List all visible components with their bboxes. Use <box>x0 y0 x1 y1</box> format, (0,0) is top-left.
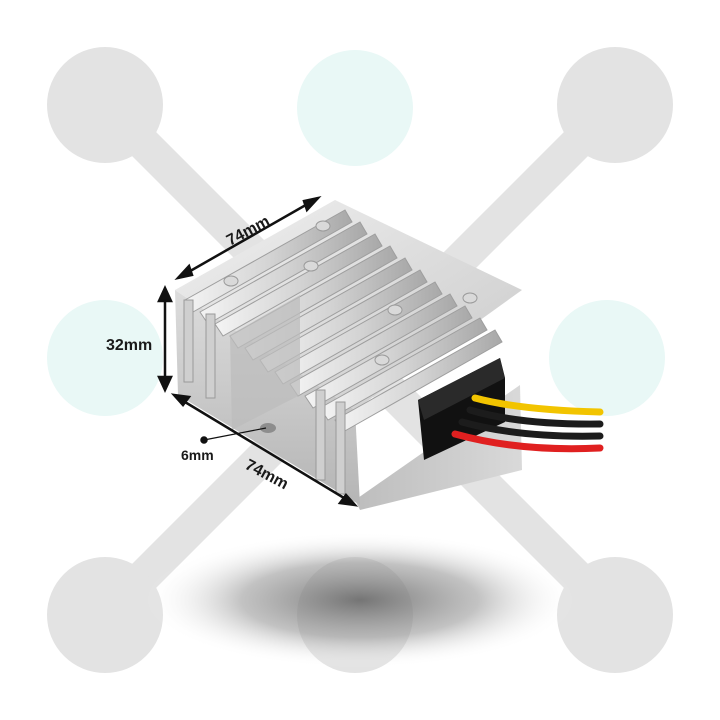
mount-hole <box>260 423 276 433</box>
decor-circle-gray <box>47 557 163 673</box>
dim-line-hole <box>203 427 267 441</box>
wire-yellow <box>471 394 604 416</box>
dim-line-top <box>177 196 319 280</box>
decor-circle-mint <box>549 300 665 416</box>
fin-front-edges <box>183 299 346 495</box>
wire-red <box>451 430 604 453</box>
decor-circle-mint <box>47 300 163 416</box>
dimension-label-hole: 6mm <box>181 447 214 463</box>
decor-circle-gray <box>47 47 163 163</box>
mounting-bosses <box>223 220 478 366</box>
dimension-annotations <box>157 195 359 507</box>
decor-circle-gray <box>557 47 673 163</box>
floor-shadow <box>145 532 575 668</box>
dimension-label-height: 32mm <box>106 337 152 354</box>
center-channel <box>230 295 300 430</box>
wire-black <box>458 418 604 440</box>
wire-black <box>466 406 604 428</box>
cooling-fins <box>184 209 503 433</box>
decor-circle-mint <box>297 50 413 166</box>
decor-circle-gray <box>557 557 673 673</box>
wires <box>451 394 604 453</box>
dim-line-front <box>174 394 355 506</box>
converter-module <box>175 200 604 510</box>
